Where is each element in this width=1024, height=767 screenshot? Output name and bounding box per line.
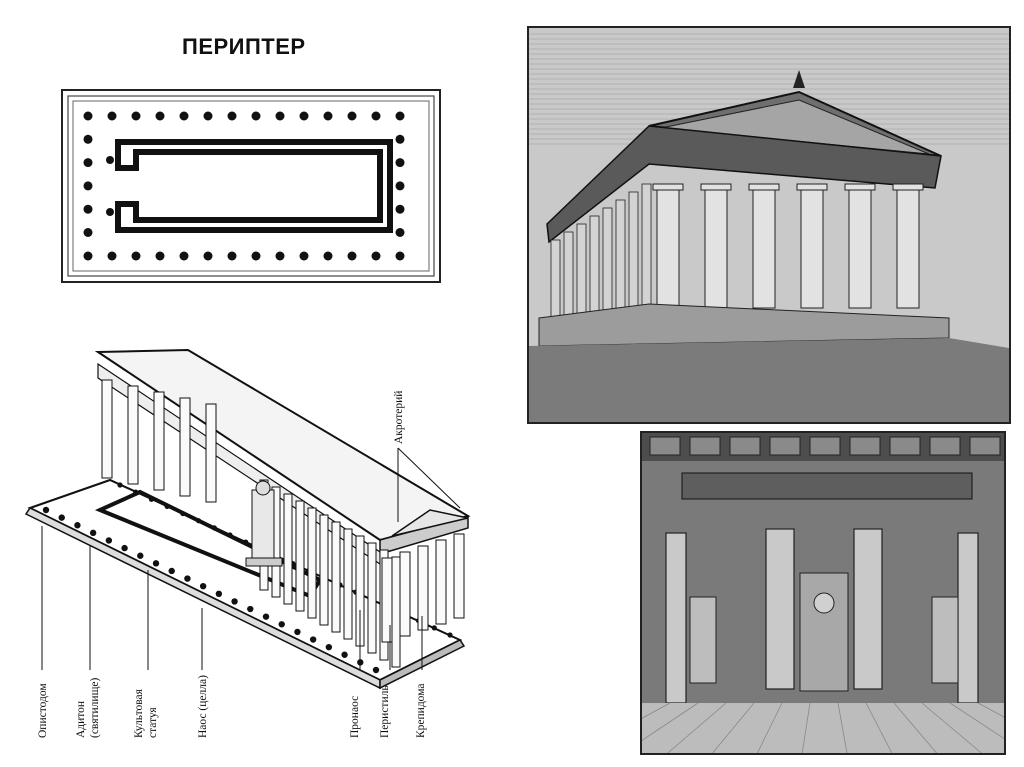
label-peristyle: Перистиль <box>379 685 391 738</box>
label-cult-statue-sub: статуя <box>147 707 159 738</box>
label-acroterion: Акротерий <box>393 391 405 444</box>
label-naos: Наос (целла) <box>197 675 209 738</box>
slide-title: ПЕРИПТЕР <box>182 34 306 59</box>
isometric-temple-diagram: Опистодом Адитон (святилище) Культовая с… <box>20 340 490 760</box>
cult-statue-figure <box>245 480 283 567</box>
temple-exterior-engraving <box>527 26 1011 424</box>
label-adyton: Адитон <box>75 701 87 738</box>
peripteros-floor-plan <box>60 88 442 284</box>
label-opisthodomos: Опистодом <box>37 683 49 738</box>
label-pronaos: Пронаос <box>349 696 361 738</box>
label-cult-statue: Культовая <box>133 688 145 738</box>
label-adyton-sub: (святилище) <box>89 677 101 738</box>
temple-interior-engraving <box>640 431 1006 755</box>
label-crepidoma: Крепидома <box>415 683 427 738</box>
